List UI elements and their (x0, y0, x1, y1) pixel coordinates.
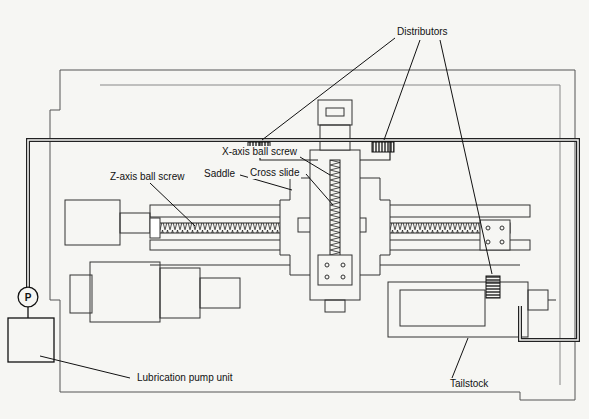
part-label: Lubrication pump unit (135, 372, 235, 384)
pump-symbol: P (17, 286, 39, 308)
part-label: Cross slide (248, 167, 301, 179)
part-label: Saddle (202, 168, 237, 180)
part-label: X-axis ball screw (220, 146, 299, 158)
part-label: Tailstock (448, 378, 490, 390)
pump-letter: P (25, 292, 32, 303)
part-label: Z-axis ball screw (108, 171, 186, 183)
part-label: Distributors (395, 26, 450, 38)
